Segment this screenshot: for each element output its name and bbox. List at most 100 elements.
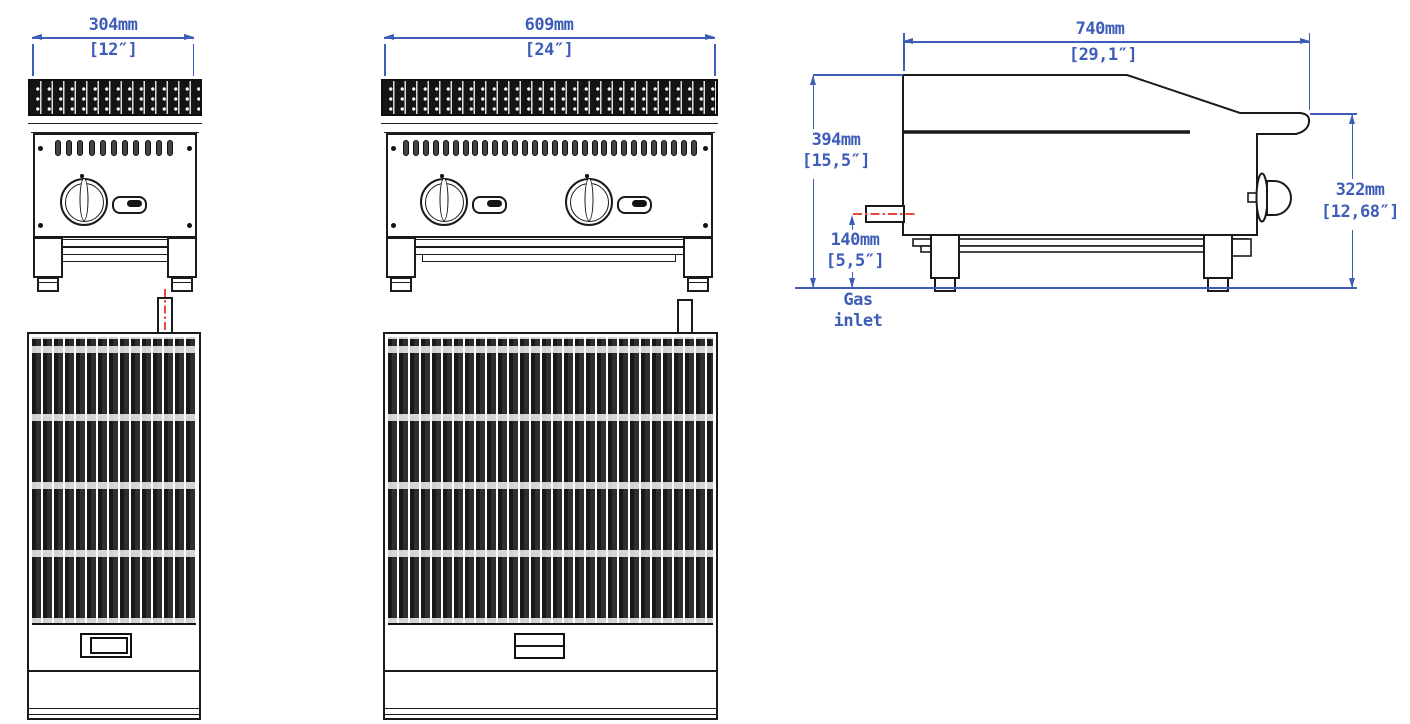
arrowhead-icon	[848, 278, 855, 288]
side-view-drawing	[853, 74, 1311, 292]
extension-line	[714, 44, 716, 76]
vent-slot	[680, 140, 687, 156]
knob-flange	[1255, 172, 1269, 223]
top-trim	[28, 116, 202, 124]
gas-inlet-label: inlet	[830, 311, 886, 331]
vent-slot	[611, 140, 618, 156]
dimension-value-inch: [12″]	[85, 40, 141, 60]
vent-slot	[670, 140, 677, 156]
vent-slot	[522, 140, 529, 156]
extension-line	[1310, 113, 1357, 115]
side-control-knob	[1266, 180, 1292, 216]
burner-control-knob	[60, 178, 108, 226]
extension-line	[384, 44, 386, 76]
vent-slots	[403, 140, 697, 156]
vent-slot	[155, 140, 162, 156]
arrowhead-icon	[848, 215, 855, 225]
vent-slot	[133, 140, 140, 156]
pilot-igniter	[472, 196, 507, 214]
screw-icon	[391, 223, 396, 228]
panel-edge-line	[385, 708, 716, 710]
vent-slot	[472, 140, 479, 156]
panel-edge-line	[29, 714, 199, 716]
vent-slot	[122, 140, 129, 156]
dimension-value-inch: [29,1″]	[1065, 45, 1141, 65]
dimension-value-inch: [5,5″]	[822, 251, 888, 271]
arrowhead-icon	[1348, 278, 1355, 288]
screw-icon	[38, 146, 43, 151]
dimension-line	[32, 37, 194, 39]
extension-line	[903, 33, 905, 71]
vent-slot	[482, 140, 489, 156]
vent-slot	[651, 140, 658, 156]
adjustable-foot	[390, 277, 412, 292]
vent-slot	[166, 140, 173, 156]
dimension-value-mm: 140mm	[827, 230, 883, 250]
panel-edge-line	[385, 670, 716, 672]
dimension-value-inch: [24″]	[521, 40, 577, 60]
vent-slot	[452, 140, 459, 156]
dimension-line	[1351, 230, 1354, 288]
grill-grate-top	[32, 337, 196, 625]
vent-slot	[551, 140, 558, 156]
arrowhead-icon	[184, 34, 194, 40]
dimension-value-mm: 322mm	[1332, 180, 1388, 200]
vent-slot	[88, 140, 95, 156]
vent-slot	[512, 140, 519, 156]
vent-slot	[641, 140, 648, 156]
dimension-line	[1351, 114, 1354, 179]
vent-slot	[432, 140, 439, 156]
arrowhead-icon	[903, 38, 913, 44]
rail	[920, 245, 1240, 253]
extension-line	[813, 74, 903, 76]
vent-slot	[462, 140, 469, 156]
knob-indicator-dot	[440, 174, 444, 178]
panel-edge-line	[29, 670, 199, 672]
grease-drawer-handle-inner	[90, 637, 128, 654]
top-trim	[381, 116, 718, 124]
gas-inlet-label: Gas	[840, 290, 876, 310]
dimension-line	[812, 179, 815, 288]
screw-icon	[187, 223, 192, 228]
vent-slot	[601, 140, 608, 156]
adjustable-foot	[934, 277, 956, 292]
dimension-value-mm: 609mm	[521, 15, 577, 35]
dimension-line	[384, 37, 715, 39]
leg	[683, 237, 713, 278]
panel-edge-line	[29, 708, 199, 710]
extension-line	[1308, 33, 1311, 110]
vent-slots	[55, 140, 173, 156]
top-trim	[31, 124, 199, 133]
vent-slot	[541, 140, 548, 156]
plan-view-24	[383, 332, 718, 720]
arrowhead-icon	[705, 34, 715, 40]
screw-icon	[187, 146, 192, 151]
centerline	[164, 289, 166, 339]
leg	[930, 234, 960, 279]
panel-edge-line	[385, 714, 716, 716]
vent-slot	[660, 140, 667, 156]
knob-indicator-dot	[585, 174, 589, 178]
dimension-line	[851, 222, 854, 230]
dimension-value-mm: 740mm	[1072, 19, 1128, 39]
drip-tray	[422, 254, 676, 262]
arrowhead-icon	[809, 278, 816, 288]
vent-slot	[442, 140, 449, 156]
vent-slot	[492, 140, 499, 156]
arrowhead-icon	[384, 34, 394, 40]
rail	[912, 238, 1248, 247]
vent-slot	[502, 140, 509, 156]
ground-baseline	[795, 287, 1357, 289]
top-trim	[384, 124, 715, 133]
grease-drawer-handle-line	[516, 645, 563, 647]
leg	[33, 237, 63, 278]
arrowhead-icon	[1348, 114, 1355, 124]
vent-slot	[403, 140, 409, 156]
vent-slot	[412, 140, 419, 156]
burner-control-knob	[565, 178, 613, 226]
extension-line	[32, 44, 34, 76]
gas-inlet-pipe-top	[677, 299, 693, 335]
adjustable-foot	[687, 277, 709, 292]
leg	[167, 237, 197, 278]
dimension-value-mm: 304mm	[85, 15, 141, 35]
